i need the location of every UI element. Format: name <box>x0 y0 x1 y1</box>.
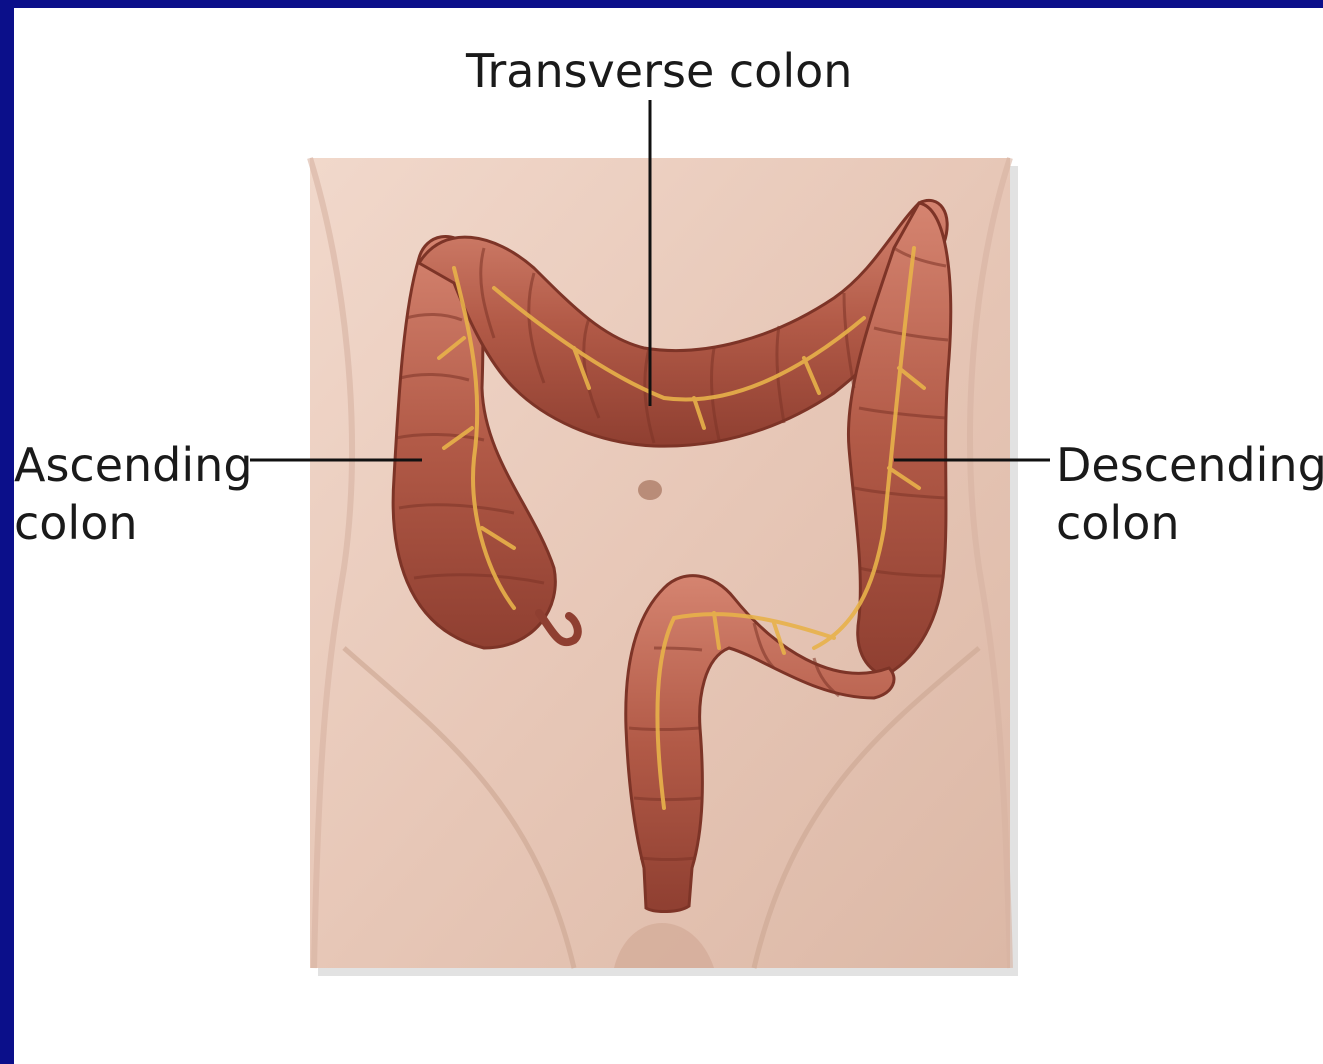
navel <box>638 480 662 500</box>
ascending-colon-label-line1: Ascending <box>14 436 253 494</box>
descending-colon-label: Descending colon <box>1056 436 1323 552</box>
ascending-colon-label: Ascending colon <box>14 436 253 552</box>
ascending-colon-label-line2: colon <box>14 494 253 552</box>
descending-colon-label-line1: Descending <box>1056 436 1323 494</box>
slide-canvas: Transverse colon Ascending colon Descend… <box>14 8 1323 1064</box>
transverse-colon-label: Transverse colon <box>466 42 852 100</box>
descending-colon-label-line2: colon <box>1056 494 1323 552</box>
